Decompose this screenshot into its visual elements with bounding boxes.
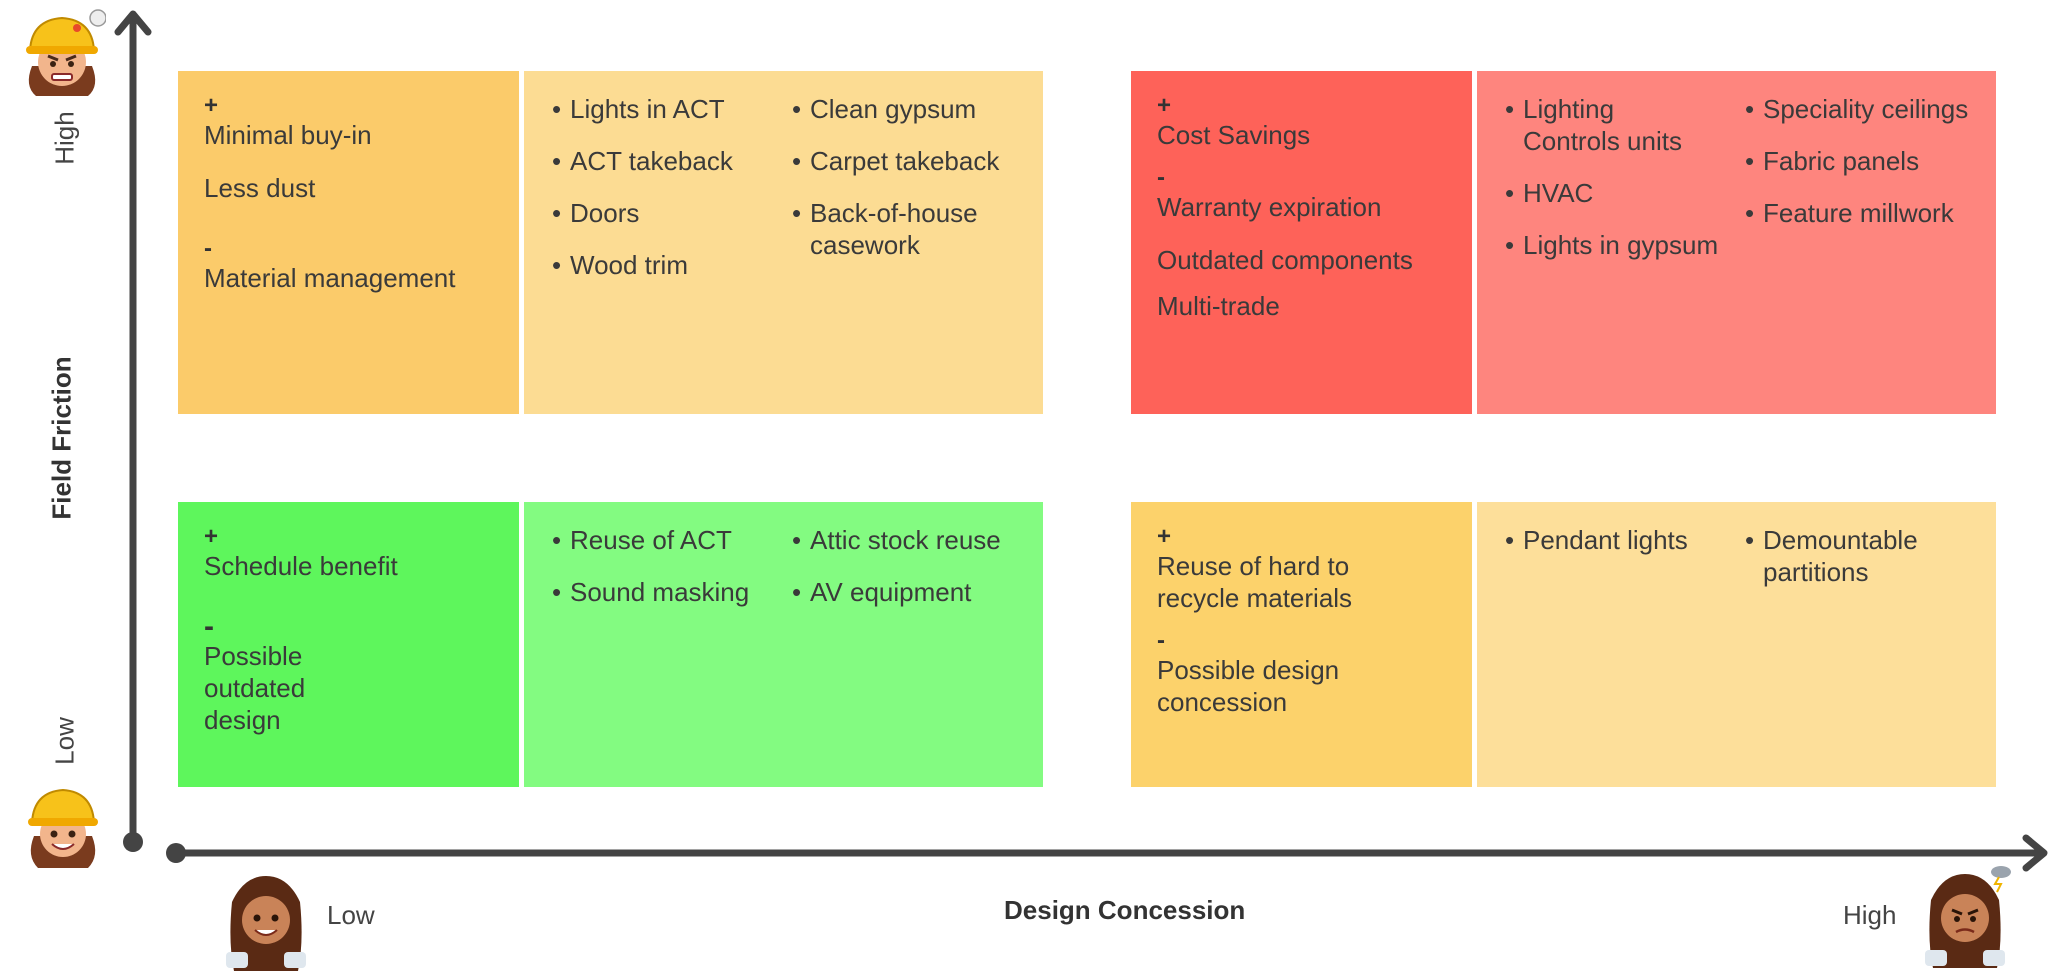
x-axis-low-label: Low <box>327 900 375 930</box>
list-item: Feature millwork <box>1743 197 1988 229</box>
bottom-right-items-panel: Pendant lights Demountable partitions <box>1477 502 1996 787</box>
y-axis-origin-dot <box>123 832 143 852</box>
list-item: Lighting Controls units <box>1503 93 1703 157</box>
items-column-1: Pendant lights <box>1503 524 1733 576</box>
y-axis-high-label: High <box>50 111 81 164</box>
con-item: Material management <box>204 263 456 293</box>
x-axis-arrow <box>2022 834 2048 872</box>
cons-minus-sign: - <box>204 235 212 262</box>
x-axis-origin-dot <box>166 843 186 863</box>
list-item: Attic stock reuse <box>790 524 1030 556</box>
pros-plus-sign: + <box>1157 92 1172 119</box>
x-axis-high-label: High <box>1843 900 1897 930</box>
list-item: Pendant lights <box>1503 524 1733 556</box>
list-item: Reuse of ACT <box>550 524 780 556</box>
list-item: HVAC <box>1503 177 1733 209</box>
con-item: Outdated components <box>1157 245 1413 275</box>
list-item: Carpet takeback <box>790 145 1030 177</box>
pro-item: Cost Savings <box>1157 120 1311 150</box>
y-axis-low-text: Low <box>49 717 80 765</box>
bottom-right-summary-panel: + Reuse of hard to recycle materials - P… <box>1131 502 1472 787</box>
list-item: Demountable partitions <box>1743 524 1933 588</box>
bottom-left-summary-panel: + Schedule benefit - Possible outdated d… <box>178 502 519 787</box>
list-item: ACT takeback <box>550 145 780 177</box>
con-item: Warranty expiration <box>1157 192 1382 222</box>
items-column-1: Reuse of ACT Sound masking <box>550 524 780 628</box>
cons-minus-sign: - <box>1157 164 1165 191</box>
items-column-2: Clean gypsum Carpet takeback Back-of-hou… <box>790 93 1030 281</box>
angry-designer-avatar <box>1925 866 2011 968</box>
con-item: Possible design concession <box>1157 655 1340 717</box>
cons-minus-sign: - <box>1157 627 1165 654</box>
top-right-summary-panel: + Cost Savings - Warranty expiration Out… <box>1131 71 1472 414</box>
list-item: Doors <box>550 197 780 229</box>
con-item: Multi-trade <box>1157 291 1280 321</box>
items-column-1: Lights in ACT ACT takeback Doors Wood tr… <box>550 93 780 301</box>
bottom-left-items-panel: Reuse of ACT Sound masking Attic stock r… <box>524 502 1043 787</box>
top-left-summary-panel: + Minimal buy-in Less dust - Material ma… <box>178 71 519 414</box>
y-axis-low-label: Low <box>50 717 81 765</box>
y-axis-arrow <box>114 10 152 36</box>
list-item: Sound masking <box>550 576 780 608</box>
pro-item: Minimal buy-in <box>204 120 372 150</box>
top-right-items-panel: Lighting Controls units HVAC Lights in g… <box>1477 71 1996 414</box>
list-item: Clean gypsum <box>790 93 1030 125</box>
list-item: Wood trim <box>550 249 780 281</box>
cons-minus-sign: - <box>204 610 214 643</box>
pro-item: Reuse of hard to recycle materials <box>1157 551 1353 613</box>
pros-plus-sign: + <box>204 92 219 119</box>
y-axis-title-text: Field Friction <box>46 356 77 520</box>
pros-plus-sign: + <box>1157 523 1172 550</box>
stressed-worker-avatar <box>26 9 106 96</box>
x-axis-title: Design Concession <box>1004 895 1246 925</box>
items-column-2: Attic stock reuse AV equipment <box>790 524 1030 628</box>
items-column-2: Speciality ceilings Fabric panels Featur… <box>1743 93 1988 249</box>
list-item: Lights in ACT <box>550 93 780 125</box>
pro-item: Less dust <box>204 173 316 203</box>
list-item: Back-of-house casework <box>790 197 1010 261</box>
top-left-items-panel: Lights in ACT ACT takeback Doors Wood tr… <box>524 71 1043 414</box>
pro-item: Schedule benefit <box>204 551 398 581</box>
items-column-1: Lighting Controls units HVAC Lights in g… <box>1503 93 1733 281</box>
y-axis-title-rot: Field Friction <box>47 356 78 519</box>
list-item: Fabric panels <box>1743 145 1988 177</box>
happy-designer-avatar <box>226 876 306 971</box>
list-item: AV equipment <box>790 576 1030 608</box>
list-item: Speciality ceilings <box>1743 93 1988 125</box>
list-item: Lights in gypsum <box>1503 229 1733 261</box>
y-axis-high-text: High <box>49 111 80 165</box>
happy-worker-avatar <box>28 788 98 868</box>
items-column-2: Demountable partitions <box>1743 524 1943 608</box>
pros-plus-sign: + <box>204 523 219 550</box>
con-item: Possible outdated design <box>204 641 306 735</box>
